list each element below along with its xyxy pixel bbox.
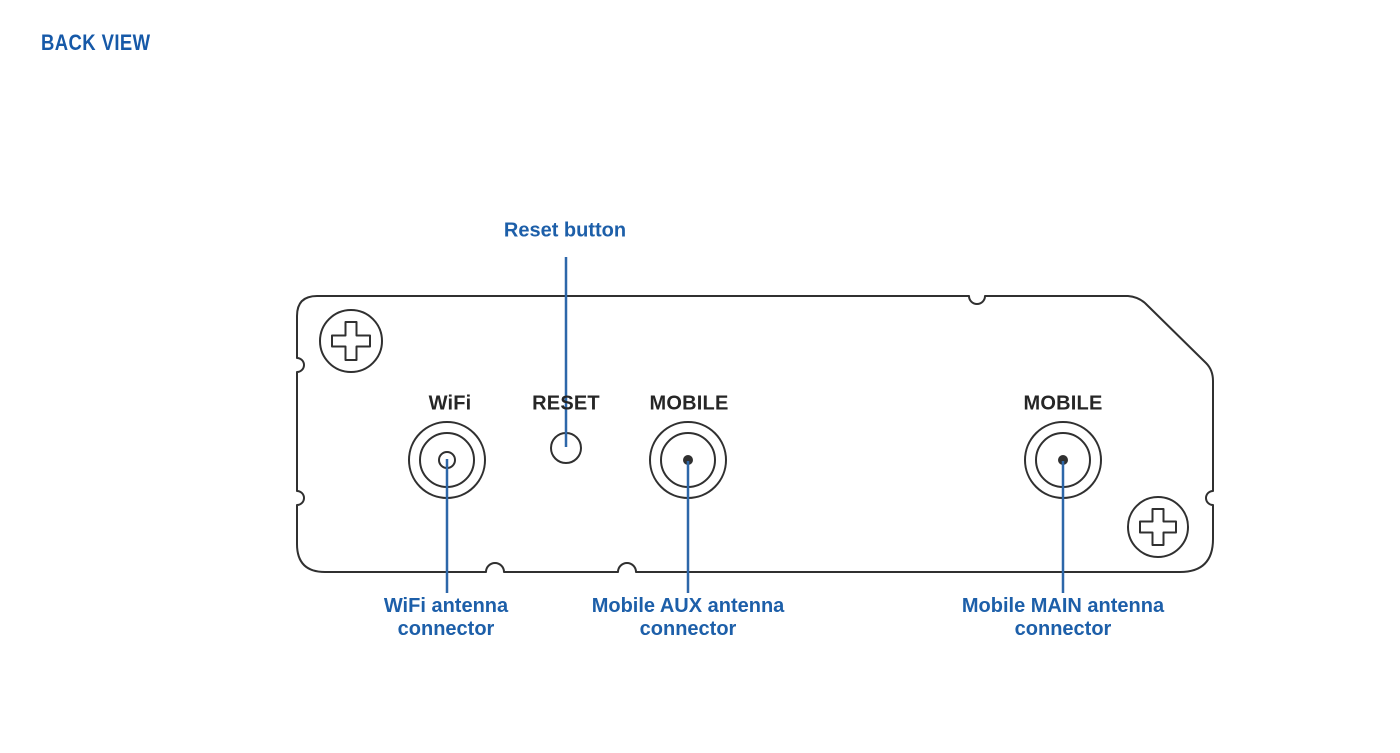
mobile-aux-antenna-connector [649, 421, 727, 499]
screw-icon [319, 309, 383, 373]
callout-wifi-label: WiFi antenna connector [383, 595, 509, 640]
panel-outline [296, 295, 1214, 573]
callout-mobile-aux-label: Mobile AUX antenna connector [591, 595, 785, 640]
port-label-wifi: WiFi [428, 392, 472, 415]
port-label-mobile-main: MOBILE [1023, 392, 1103, 415]
callout-lines [445, 257, 1065, 593]
port-label-reset: RESET [532, 392, 600, 415]
screw-icon [1127, 496, 1189, 558]
callout-mobile-main-label: Mobile MAIN antenna connector [961, 595, 1165, 640]
mobile-main-antenna-connector [1024, 421, 1102, 499]
page-title: BACK VIEW [41, 30, 151, 55]
port-label-mobile-aux: MOBILE [649, 392, 729, 415]
callout-reset-label: Reset button [503, 219, 627, 242]
